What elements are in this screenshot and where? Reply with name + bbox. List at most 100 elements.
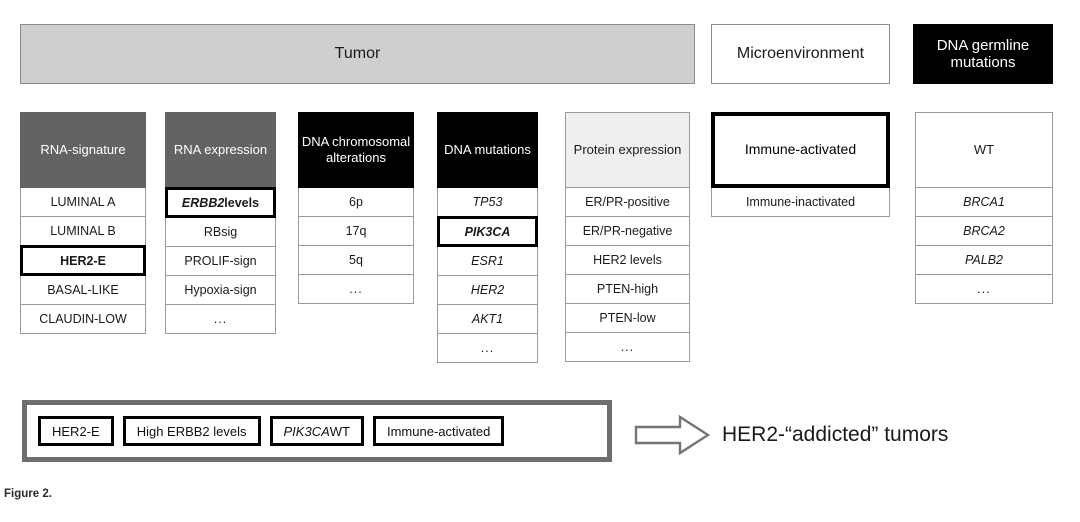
cell-label: 6p <box>349 195 363 209</box>
column-header-dna-mutations: DNA mutations <box>437 112 538 188</box>
cell-basal-like[interactable]: BASAL-LIKE <box>20 276 146 305</box>
cell-label: ... <box>977 282 991 296</box>
cell-item[interactable]: ... <box>915 275 1053 304</box>
cell-item[interactable]: ... <box>298 275 414 304</box>
cell-brca1[interactable]: BRCA1 <box>915 188 1053 217</box>
right-arrow-icon <box>634 414 711 456</box>
cell-label: BRCA1 <box>963 195 1005 209</box>
cell-label: LUMINAL A <box>50 195 116 209</box>
cell-luminal-a[interactable]: LUMINAL A <box>20 188 146 217</box>
cell-er-pr-positive[interactable]: ER/PR-positive <box>565 188 690 217</box>
cell-akt1[interactable]: AKT1 <box>437 305 538 334</box>
cell-esr1[interactable]: ESR1 <box>437 247 538 276</box>
column-header-label: RNA expression <box>173 142 268 158</box>
cell-label: CLAUDIN-LOW <box>39 312 127 326</box>
summary-chip-pik3ca-wt[interactable]: PIK3CA WT <box>269 416 364 446</box>
cell-her2[interactable]: HER2 <box>437 276 538 305</box>
cell-6p[interactable]: 6p <box>298 188 414 217</box>
cell-highlighted-her2-e[interactable]: HER2-E <box>20 245 146 276</box>
cell-item[interactable]: ... <box>565 333 690 362</box>
cell-label: PTEN-high <box>596 282 659 296</box>
column-header-protein-expression: Protein expression <box>565 112 690 188</box>
cell-17q[interactable]: 17q <box>298 217 414 246</box>
cell-claudin-low[interactable]: CLAUDIN-LOW <box>20 305 146 334</box>
cell-label: PTEN-low <box>599 311 656 325</box>
cell-label: PIK3CA <box>464 224 511 239</box>
column-header-label: Immune-activated <box>744 141 857 158</box>
cell-label: ER/PR-negative <box>582 224 673 238</box>
column-header-label: RNA-signature <box>40 142 126 158</box>
cell-highlighted-pik3ca[interactable]: PIK3CA <box>437 216 538 247</box>
cell-er-pr-negative[interactable]: ER/PR-negative <box>565 217 690 246</box>
cell-her2-levels[interactable]: HER2 levels <box>565 246 690 275</box>
banner-dna-germline-mutations-label: DNA germline mutations <box>936 36 1030 71</box>
summary-chip-list: HER2-E High ERBB2 levels PIK3CA WT Immune-a… <box>27 416 505 446</box>
cell-label: LUMINAL B <box>50 224 116 238</box>
cell-highlighted-erbb2-levels[interactable]: ERBB2 levels <box>165 187 276 218</box>
summary-chip-her2-e[interactable]: HER2-E <box>38 416 114 446</box>
cell-label: BRCA2 <box>963 224 1005 238</box>
cell-label: ESR1 <box>471 254 504 268</box>
cell-label: 17q <box>345 224 367 238</box>
column-dna-chromosomal-alterations: DNA chromosomal alterations 6p 17q 5q... <box>298 112 414 304</box>
cell-label: PALB2 <box>965 253 1003 267</box>
cell-label-suffix: levels <box>224 195 260 210</box>
cell-label: ER/PR-positive <box>585 195 670 209</box>
cell-label: AKT1 <box>471 312 504 326</box>
figure-caption-label: Figure 2. <box>4 488 52 500</box>
column-header-dna-chromosomal-alterations: DNA chromosomal alterations <box>298 112 414 188</box>
summary-chip-immune-activated[interactable]: Immune-activated <box>372 416 505 446</box>
column-header-label: WT <box>973 142 995 158</box>
cell-label: Hypoxia-sign <box>184 283 257 297</box>
cell-label: RBsig <box>203 225 238 239</box>
banner-microenvironment: Microenvironment <box>711 24 890 84</box>
cell-brca2[interactable]: BRCA2 <box>915 217 1053 246</box>
cell-immune-inactivated[interactable]: Immune-inactivated <box>711 188 890 217</box>
cell-hypoxia-sign[interactable]: Hypoxia-sign <box>165 276 276 305</box>
column-header-rna-signature: RNA-signature <box>20 112 146 188</box>
column-header-label: DNA mutations <box>444 142 531 158</box>
cell-label: HER2 levels <box>593 253 662 267</box>
summary-chip-label: Immune-activated <box>386 423 491 439</box>
cell-tp53[interactable]: TP53 <box>437 188 538 217</box>
banner-dna-germline-mutations: DNA germline mutations <box>913 24 1053 84</box>
summary-profile-box: HER2-E High ERBB2 levels PIK3CA WT Immune-a… <box>22 400 612 462</box>
summary-chip-suffix: WT <box>329 423 350 439</box>
cell-palb2[interactable]: PALB2 <box>915 246 1053 275</box>
column-header-wt: WT <box>915 112 1053 188</box>
summary-chip-high-erbb2-levels[interactable]: High ERBB2 levels <box>122 416 261 446</box>
cell-label: ... <box>213 312 228 326</box>
cell-item[interactable]: ... <box>437 334 538 363</box>
banner-microenvironment-label: Microenvironment <box>736 44 865 62</box>
summary-chip-label: High ERBB2 levels <box>136 423 247 439</box>
cell-pten-low[interactable]: PTEN-low <box>565 304 690 333</box>
conclusion-label: HER2-“addicted” tumors <box>722 423 949 446</box>
banner-tumor-label: Tumor <box>334 44 381 62</box>
column-header-rna-expression: RNA expression <box>165 112 276 188</box>
cell-label: BASAL-LIKE <box>47 283 119 297</box>
banner-tumor: Tumor <box>20 24 695 84</box>
conclusion-text: HER2-“addicted” tumors <box>722 415 1062 455</box>
cell-luminal-b[interactable]: LUMINAL B <box>20 217 146 246</box>
cell-item[interactable]: ... <box>165 305 276 334</box>
cell-label: 5q <box>349 253 363 267</box>
cell-label: TP53 <box>472 195 503 209</box>
cell-5q[interactable]: 5q <box>298 246 414 275</box>
cell-label: HER2 <box>470 283 505 297</box>
column-header-label: Protein expression <box>573 142 682 158</box>
summary-chip-label: HER2-E <box>52 423 100 439</box>
cell-label: ... <box>349 282 363 296</box>
cell-pten-high[interactable]: PTEN-high <box>565 275 690 304</box>
cell-label: HER2-E <box>60 253 106 268</box>
cell-gene-name: ERBB2 <box>181 195 225 210</box>
cell-label: PROLIF-sign <box>184 254 257 268</box>
summary-chip-gene: PIK3CA <box>283 423 330 439</box>
cell-prolif-sign[interactable]: PROLIF-sign <box>165 247 276 276</box>
cell-rbsig[interactable]: RBsig <box>165 218 276 247</box>
